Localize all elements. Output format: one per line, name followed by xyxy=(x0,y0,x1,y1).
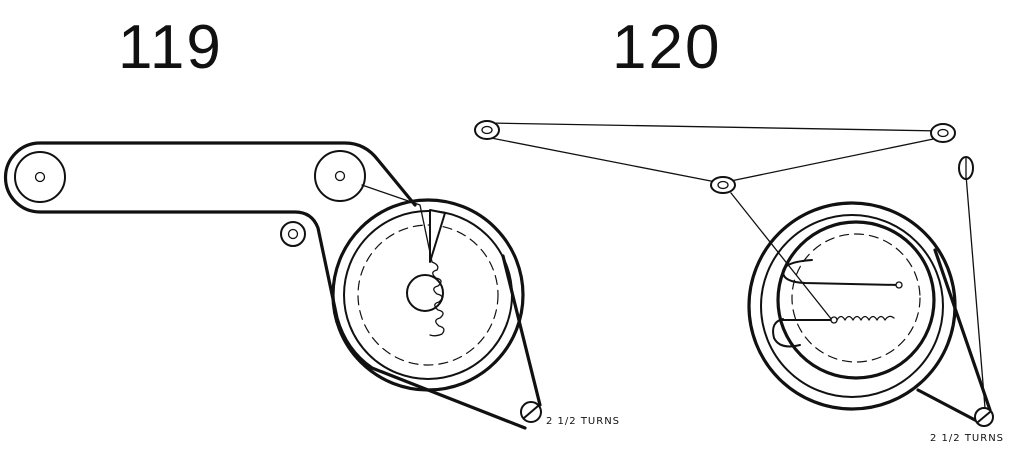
figure-119-wire xyxy=(361,184,433,263)
figure-119-strap xyxy=(3,141,527,430)
figure-120-spring xyxy=(836,315,895,321)
figure-120-middle-pulley xyxy=(710,176,736,194)
figure-120-top-right-pulley xyxy=(930,123,956,143)
figure-120-diagonal-wire xyxy=(730,192,833,321)
figure-120-top-left-pulley xyxy=(474,120,500,140)
figure-120-side-pulley xyxy=(958,156,974,180)
figure-120-drum xyxy=(747,201,957,411)
figure-120-strap xyxy=(916,248,992,422)
figure-120-anchor-screw xyxy=(974,407,994,427)
figure-119-idler-pulley xyxy=(280,221,306,247)
figure-119-strap-leg xyxy=(501,254,542,407)
figure-119: 119 xyxy=(3,13,620,430)
figure-120-middle-wire xyxy=(720,136,944,184)
figure-120-top-wire xyxy=(487,122,944,132)
figure-119-anchor-screw xyxy=(520,401,542,423)
figure-119-spring xyxy=(429,261,445,337)
figure-119-turns-label: 2 1/2 TURNS xyxy=(546,416,620,427)
figure-120-inner-arms xyxy=(772,259,903,348)
figure-119-number: 119 xyxy=(118,13,223,82)
figure-120-upper-left-wire xyxy=(485,136,722,184)
figure-119-drum xyxy=(331,198,525,392)
figure-120-number: 120 xyxy=(612,13,721,82)
figure-119-left-pulley xyxy=(14,151,66,203)
figure-120-turns-label: 2 1/2 TURNS xyxy=(930,433,1004,444)
figure-119-upper-pulley xyxy=(314,150,366,202)
figure-120-right-wire xyxy=(965,174,986,409)
figure-120: 120 xyxy=(474,13,1004,444)
